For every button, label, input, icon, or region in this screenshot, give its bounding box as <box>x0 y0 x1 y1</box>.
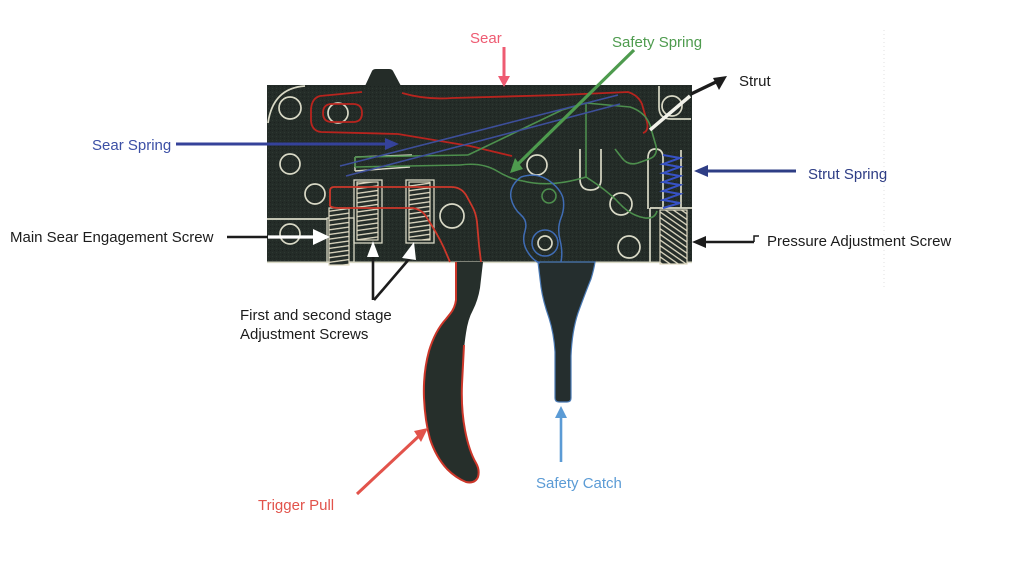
sear-spring-arrow <box>176 138 399 150</box>
sear-outline <box>310 91 649 157</box>
safety-catch-label: Safety Catch <box>536 475 622 492</box>
pressure-adjustment-screw-shape <box>659 209 688 265</box>
trigger-pull-arrow <box>355 428 428 496</box>
first-stage-screw-shape <box>356 181 379 241</box>
strut-arrow <box>690 76 727 96</box>
strut-spring-coil <box>659 154 684 209</box>
safety-catch-arrow <box>555 406 567 462</box>
plate-outline-details <box>267 85 692 263</box>
strut-spring-label: Strut Spring <box>808 166 888 183</box>
strut-label: Strut <box>739 73 771 90</box>
stage-label-line1: First and second stage <box>240 307 392 324</box>
trigger-outline <box>329 186 482 263</box>
pressure-adjustment-screw-label: Pressure Adjustment Screw <box>767 233 952 250</box>
stage-adjustment-screws-label: First and second stage Adjustment Screws <box>240 306 392 344</box>
sear-label: Sear <box>470 30 502 47</box>
stage-screws-arrows <box>367 241 416 301</box>
safety-spring-arrow <box>510 48 636 173</box>
main-sear-engagement-screw-label: Main Sear Engagement Screw <box>10 229 214 246</box>
safety-catch-shape <box>537 261 596 403</box>
pressure-adjustment-screw-arrow <box>692 235 759 248</box>
stage-label-line2: Adjustment Screws <box>240 326 369 343</box>
strut-spring-arrow <box>694 165 796 177</box>
main-sear-engagement-screw-shape <box>328 207 350 266</box>
sear-arrow <box>498 47 510 87</box>
main-sear-engagement-screw-arrow <box>227 229 330 245</box>
sear-spring-wire <box>339 94 621 177</box>
safety-spring-label: Safety Spring <box>612 34 703 51</box>
strut-line <box>648 94 692 132</box>
sear-spring-label: Sear Spring <box>92 137 172 154</box>
safety-catch-outline <box>509 174 565 264</box>
adjustment-screws <box>328 181 688 266</box>
trigger-blade-shape <box>422 262 483 484</box>
trigger-pull-label: Trigger Pull <box>258 497 335 514</box>
